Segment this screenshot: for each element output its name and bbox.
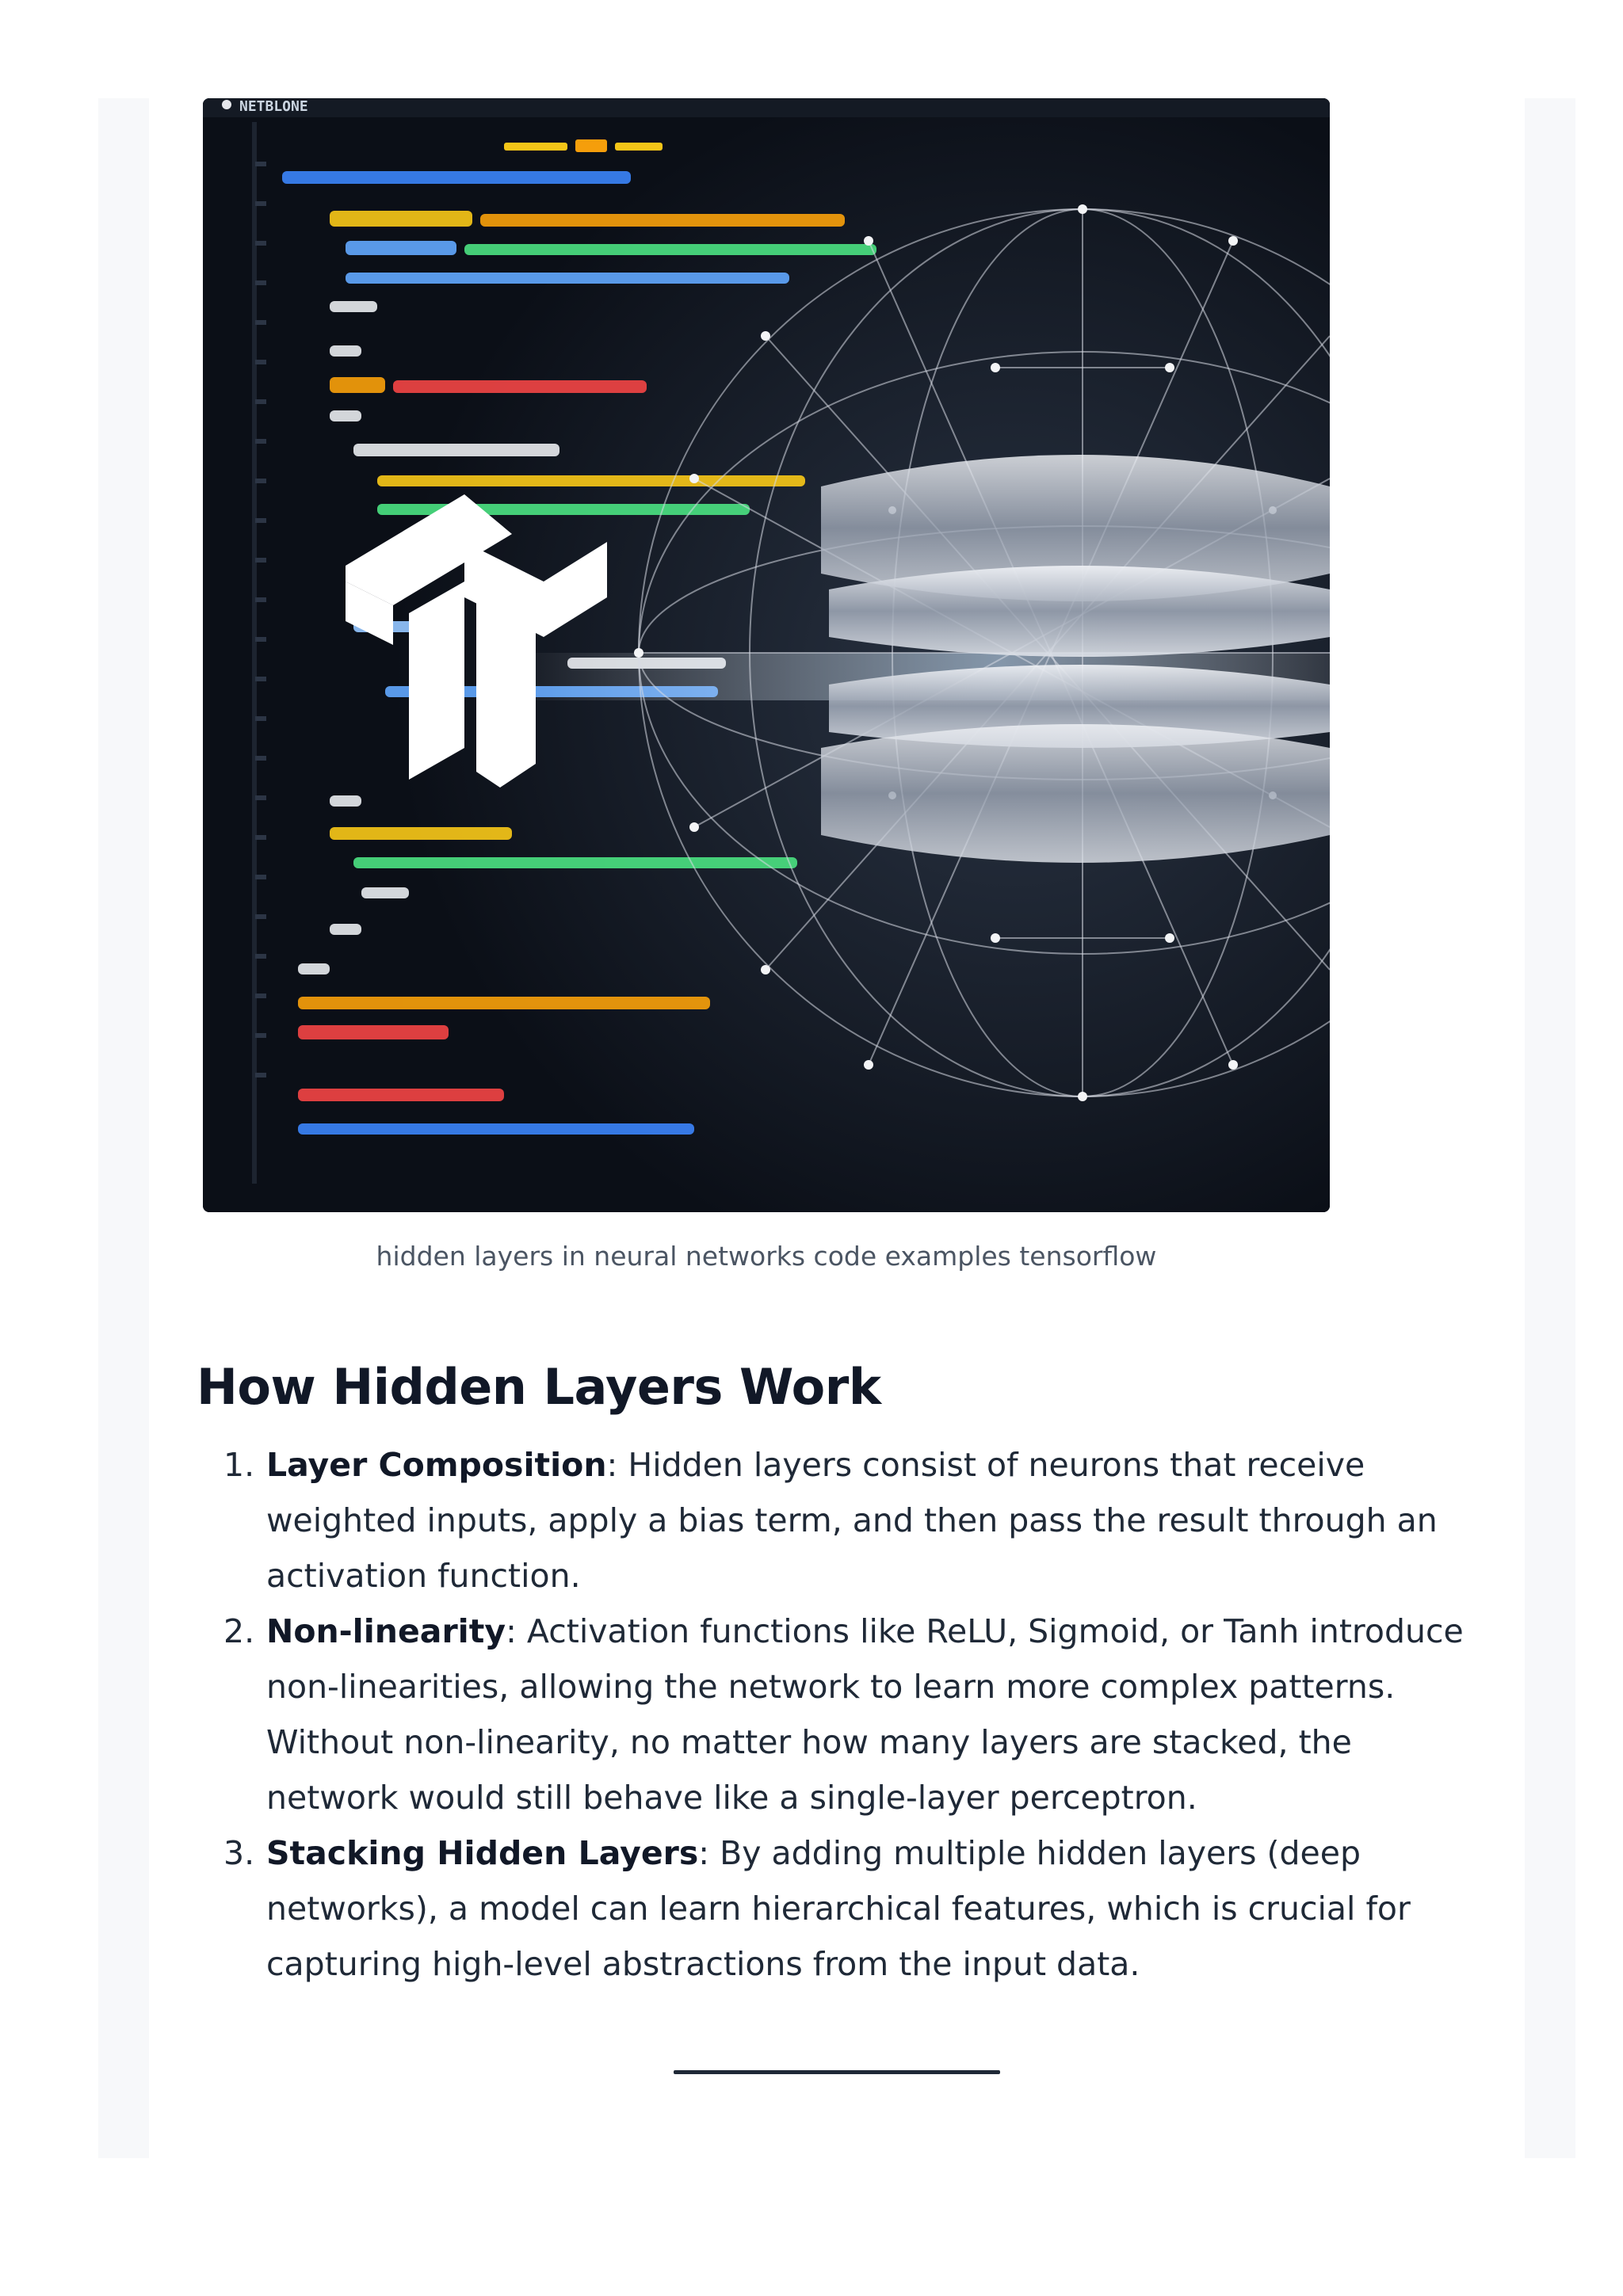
code-token bbox=[575, 139, 607, 152]
list-item: 1. Layer Composition: Hidden layers cons… bbox=[197, 1437, 1465, 1604]
list-item: 2. Non-linearity: Activation functions l… bbox=[197, 1604, 1465, 1825]
editor-top-bar bbox=[203, 98, 1330, 117]
line-number-markers bbox=[255, 162, 266, 1077]
list-item-term: Layer Composition bbox=[266, 1446, 607, 1484]
list-item-text: : Activation functions like ReLU, Sigmoi… bbox=[266, 1612, 1464, 1817]
list-item-number: 3. bbox=[223, 1834, 255, 1872]
article-body: NETBLONE bbox=[149, 98, 1525, 2158]
list-item: 3. Stacking Hidden Layers: By adding mul… bbox=[197, 1825, 1465, 1992]
list-item-text: : By adding multiple hidden layers (deep… bbox=[266, 1834, 1411, 1983]
hidden-layers-list: 1. Layer Composition: Hidden layers cons… bbox=[197, 1437, 1465, 1992]
list-item-text: : Hidden layers consist of neurons that … bbox=[266, 1446, 1438, 1595]
section-heading: How Hidden Layers Work bbox=[197, 1358, 881, 1416]
page-margin-right bbox=[1525, 98, 1575, 2158]
page-margin-left bbox=[98, 98, 149, 2158]
editor-gutter bbox=[252, 122, 257, 1184]
list-item-number: 1. bbox=[223, 1446, 255, 1484]
hidden-layer-rings bbox=[821, 455, 1330, 863]
list-item-number: 2. bbox=[223, 1612, 255, 1650]
list-item-term: Non-linearity bbox=[266, 1612, 506, 1650]
section-divider bbox=[674, 2070, 1000, 2074]
hero-image: NETBLONE bbox=[203, 98, 1330, 1212]
code-token bbox=[615, 143, 663, 151]
code-token bbox=[504, 143, 567, 151]
hero-figure: NETBLONE bbox=[203, 98, 1330, 1272]
editor-dot-icon bbox=[222, 100, 231, 109]
list-item-term: Stacking Hidden Layers bbox=[266, 1834, 699, 1872]
figure-caption: hidden layers in neural networks code ex… bbox=[376, 1241, 1157, 1272]
editor-header-text: NETBLONE bbox=[239, 98, 308, 115]
tensorflow-logo-icon bbox=[346, 494, 607, 788]
